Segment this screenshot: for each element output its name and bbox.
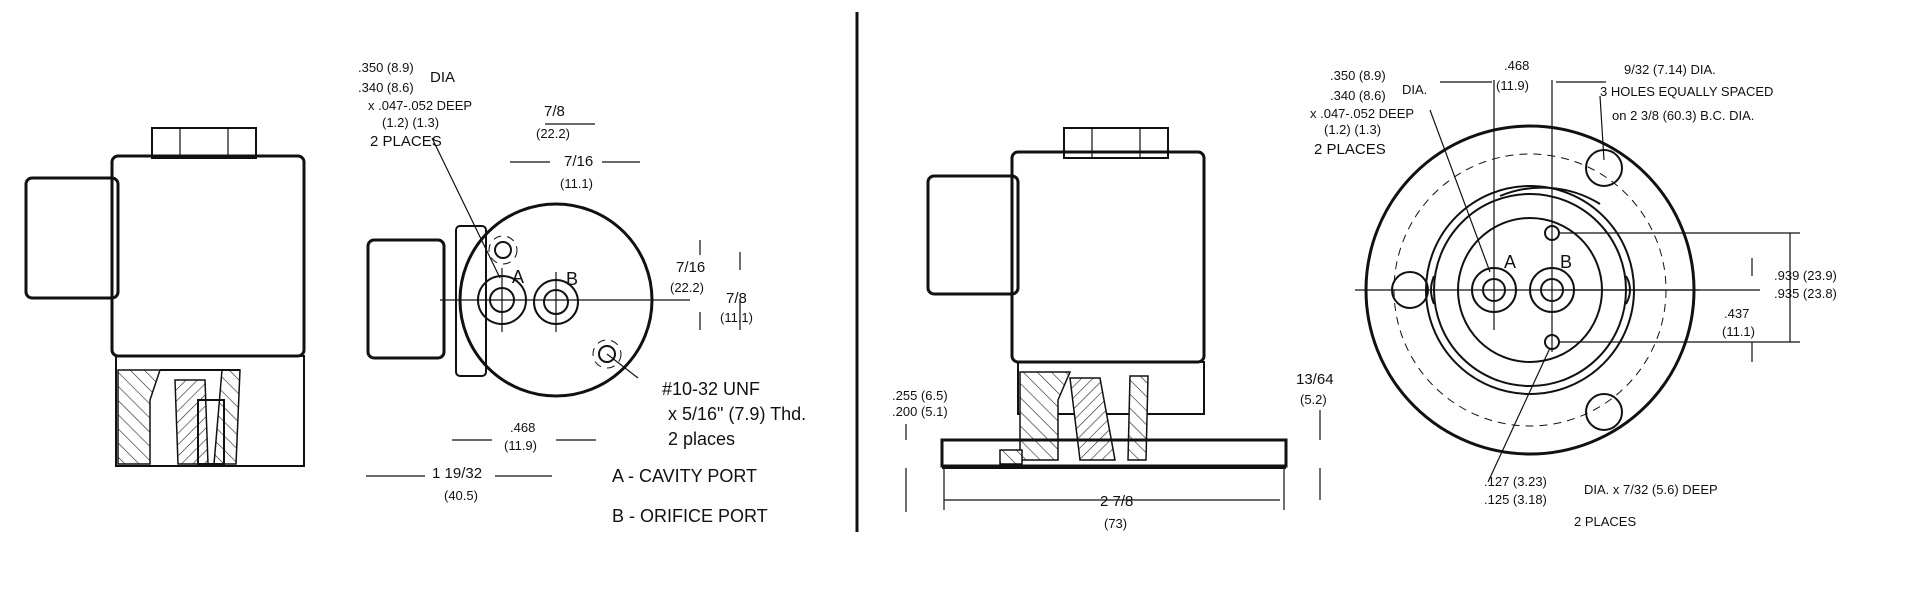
thread-note-line1: #10-32 UNF	[662, 379, 760, 399]
flange-dim-468-mm: (11.9)	[1496, 78, 1529, 93]
thread-note-line3: 2 places	[668, 429, 735, 449]
pin-note-line4: 2 PLACES	[1574, 514, 1636, 529]
dim-7-16: 7/16	[564, 153, 593, 170]
connector-boss	[24, 176, 120, 300]
hex-nut	[151, 127, 257, 159]
dim-2-7-8: 2 7/8	[1100, 493, 1133, 510]
ports-note-dia: DIA	[430, 69, 455, 86]
view-flange-elevation: .255 (6.5) .200 (5.1) 13/64 (5.2) 2 7/8 …	[892, 127, 1334, 531]
holes-note-line1: 9/32 (7.14) DIA.	[1624, 62, 1716, 77]
flange-ports-line1: .350 (8.9)	[1330, 68, 1386, 83]
dim-v-7-8: 7/8	[726, 290, 747, 307]
flange-ports-dia: DIA.	[1402, 82, 1427, 97]
dim-v-7-16: 7/16	[676, 259, 705, 276]
dim-935: .935 (23.8)	[1774, 286, 1837, 301]
dim-468: .468	[510, 420, 535, 435]
pin-note-line1: .127 (3.23)	[1484, 474, 1547, 489]
coil-housing	[110, 154, 306, 358]
dim-1-19-32-mm: (40.5)	[444, 488, 478, 503]
holes-note-line2: 3 HOLES EQUALLY SPACED	[1600, 84, 1773, 99]
dim-437-mm: (11.1)	[1722, 324, 1755, 339]
flange-ports-places: 2 PLACES	[1314, 141, 1386, 158]
view-end-ports: .350 (8.9) .340 (8.6) DIA x .047-.052 DE…	[358, 60, 806, 526]
ports-note-mm: (1.2) (1.3)	[382, 115, 439, 130]
port-a-label: A	[512, 267, 524, 287]
dim-13-64: 13/64	[1296, 371, 1334, 388]
dim-939: .939 (23.9)	[1774, 268, 1837, 283]
thread-hole-2	[592, 339, 622, 369]
dim-v-7-8-mm: (11.1)	[720, 310, 753, 325]
flange-port-a-label: A	[1504, 252, 1516, 272]
connector-boss-2	[366, 238, 446, 360]
ports-note-line1: .350 (8.9)	[358, 60, 414, 75]
dim-7-8: 7/8	[544, 103, 565, 120]
legend-orifice-port: B - ORIFICE PORT	[612, 506, 768, 526]
hex-nut-3	[1063, 127, 1169, 159]
bolt-hole-3	[1585, 393, 1623, 431]
dim-200: .200 (5.1)	[892, 404, 948, 419]
legend-cavity-port: A - CAVITY PORT	[612, 466, 757, 486]
dim-255: .255 (6.5)	[892, 388, 948, 403]
thread-note-line2: x 5/16" (7.9) Thd.	[668, 404, 806, 424]
dim-468-mm: (11.9)	[504, 438, 537, 453]
pin-note-line3: DIA. x 7/32 (5.6) DEEP	[1584, 482, 1718, 497]
dim-7-16-mm: (11.1)	[560, 176, 593, 191]
holes-note-line3: on 2 3/8 (60.3) B.C. DIA.	[1612, 108, 1754, 123]
dim-2-7-8-mm: (73)	[1104, 516, 1127, 531]
ports-note-places: 2 PLACES	[370, 133, 442, 150]
coil-housing-3	[1010, 150, 1206, 364]
dim-13-64-mm: (5.2)	[1300, 392, 1327, 407]
bolt-hole-2	[1585, 149, 1623, 187]
dim-v-7-16-mm: (22.2)	[670, 280, 704, 295]
ports-note-line2: .340 (8.6)	[358, 80, 414, 95]
dim-437: .437	[1724, 306, 1749, 321]
valve-base	[115, 355, 305, 467]
dim-1-19-32: 1 19/32	[432, 465, 482, 482]
view-flange-end: .350 (8.9) .340 (8.6) DIA. x .047-.052 D…	[1310, 58, 1837, 529]
thread-hole-1	[488, 235, 518, 265]
ports-note-deep: x .047-.052 DEEP	[368, 98, 472, 113]
flange-port-b-label: B	[1560, 252, 1572, 272]
flange-dim-468: .468	[1504, 58, 1529, 73]
flange-ports-line2: .340 (8.6)	[1330, 88, 1386, 103]
flange-ports-mm: (1.2) (1.3)	[1324, 122, 1381, 137]
view-side-elevation	[24, 127, 306, 467]
pin-note-line2: .125 (3.18)	[1484, 492, 1547, 507]
port-b-label: B	[566, 269, 578, 289]
connector-boss-3	[926, 174, 1020, 296]
flange-plate	[940, 438, 1288, 468]
flange-ports-deep: x .047-.052 DEEP	[1310, 106, 1414, 121]
dim-7-8-mm: (22.2)	[536, 126, 570, 141]
